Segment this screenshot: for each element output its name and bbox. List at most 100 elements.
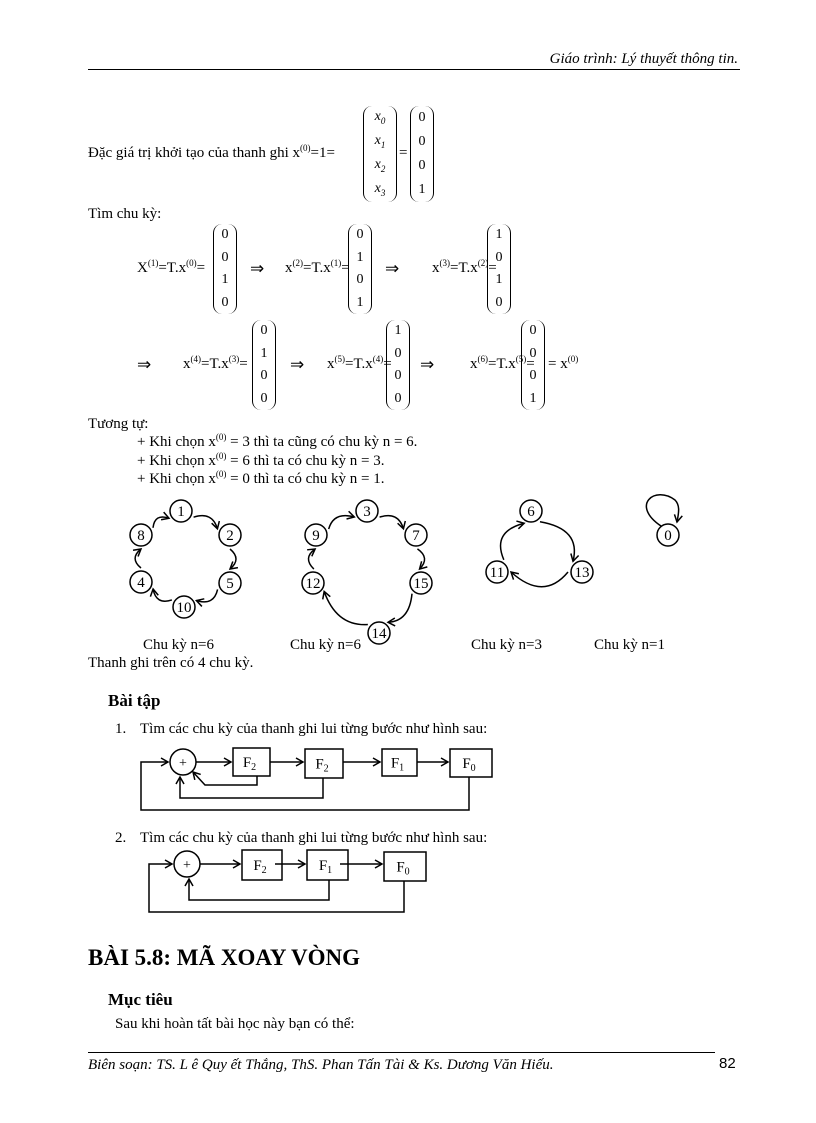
footer-authors: Biên soạn: TS. L ê Quy ết Thắng, ThS. Ph… (88, 1057, 554, 1073)
cycle-caption: Chu kỳ n=6 (143, 637, 214, 653)
cycle-caption: Chu kỳ n=1 (594, 637, 665, 653)
transition-arrow (417, 548, 428, 571)
state-node (172, 595, 196, 619)
final-equals: = x(0) (548, 354, 579, 372)
state-label: 6 (527, 504, 535, 520)
transition-arrow (379, 514, 407, 531)
implies-arrow: ⇒ (290, 355, 305, 374)
transition-arrow (152, 511, 171, 528)
state-label: 10 (177, 600, 192, 616)
transition-arrow (228, 548, 239, 570)
adder-symbol: + (179, 756, 187, 771)
transition-arrow (193, 514, 221, 531)
similar-item: + Khi chọn x(0) = 3 thì ta cũng có chu k… (137, 432, 418, 450)
step-lhs: x(2)=T.x(1)= (285, 258, 350, 276)
state-label: 0 (664, 528, 672, 544)
state-label: 3 (363, 504, 371, 520)
register-label: F2 (243, 755, 256, 773)
state-node (218, 571, 242, 595)
implies-arrow: ⇒ (137, 355, 152, 374)
adder-symbol: + (183, 858, 191, 873)
register-label: F2 (253, 858, 266, 876)
running-header: Giáo trình: Lý thuyết thông tin. (549, 51, 738, 67)
footer-rule (88, 1052, 715, 1053)
state-node (367, 621, 391, 645)
state-node (355, 499, 379, 523)
similar-item: + Khi chọn x(0) = 6 thì ta có chu kỳ n =… (137, 451, 385, 469)
register-label: F0 (462, 756, 475, 774)
signal-arrow (148, 859, 405, 913)
cycle-caption: Chu kỳ n=6 (290, 637, 361, 653)
transition-arrow (322, 590, 368, 626)
init-text: Đặc giá trị khởi tạo của thanh ghi x(0)=… (88, 143, 335, 161)
self-loop-arrow (645, 494, 683, 527)
exercise-number: 2. (115, 830, 127, 846)
state-label: 4 (137, 575, 145, 591)
similar-title: Tương tự: (88, 416, 149, 432)
header-rule (88, 69, 740, 70)
objective-title: Mục tiêu (108, 990, 173, 1009)
register-label: F1 (391, 756, 404, 774)
exercise-text: Tìm các chu kỳ của thanh ghi lui từng bư… (140, 830, 488, 846)
register-label: F2 (315, 757, 328, 775)
state-node (519, 499, 543, 523)
implies-arrow: ⇒ (385, 259, 400, 278)
state-label: 9 (312, 528, 320, 544)
register-cell (383, 851, 427, 882)
implies-arrow: ⇒ (250, 259, 265, 278)
state-label: 12 (306, 576, 321, 592)
find-cycle-label: Tìm chu kỳ: (88, 206, 162, 222)
state-node (485, 560, 509, 584)
similar-item: + Khi chọn x(0) = 0 thì ta có chu kỳ n =… (137, 469, 385, 487)
state-node (656, 523, 680, 547)
state-label: 15 (414, 576, 429, 592)
signal-arrow (184, 877, 330, 901)
state-label: 13 (575, 565, 590, 581)
cycles-summary: Thanh ghi trên có 4 chu kỳ. (88, 655, 254, 671)
lesson-title: BÀI 5.8: MÃ XOAY VÒNG (88, 945, 360, 970)
step-lhs: X(1)=T.x(0)= (137, 258, 206, 276)
transition-arrow (149, 587, 173, 602)
transition-arrow (194, 589, 219, 607)
state-node (218, 523, 242, 547)
state-label: 1 (177, 504, 185, 520)
step-lhs: x(4)=T.x(3)= (183, 354, 248, 372)
register-cell (449, 748, 493, 778)
state-node (129, 570, 153, 594)
implies-arrow: ⇒ (420, 355, 435, 374)
register-cell (306, 849, 349, 881)
state-label: 11 (490, 565, 504, 581)
objective-intro: Sau khi hoàn tất bài học này bạn có thể: (115, 1016, 355, 1032)
state-label: 8 (137, 528, 145, 544)
state-node (570, 560, 594, 584)
state-node (129, 523, 153, 547)
transition-arrow (499, 520, 526, 561)
register-cell (241, 849, 283, 881)
transition-arrow (307, 548, 317, 570)
state-label: 5 (226, 576, 234, 592)
exercise-text: Tìm các chu kỳ của thanh ghi lui từng bư… (140, 721, 488, 737)
page-number: 82 (719, 1055, 736, 1072)
cycle-caption: Chu kỳ n=3 (471, 637, 542, 653)
signal-arrow (175, 775, 324, 799)
state-node (301, 571, 325, 595)
transition-arrow (386, 593, 413, 627)
equals: = (399, 145, 408, 161)
transition-arrow (132, 548, 143, 569)
register-label: F1 (319, 858, 332, 876)
step-lhs: x(3)=T.x(2)= (432, 258, 497, 276)
register-label: F0 (396, 860, 409, 878)
state-label: 2 (226, 528, 234, 544)
transition-arrow (539, 521, 580, 563)
register-cell (304, 748, 344, 779)
state-node (304, 523, 328, 547)
exercise-number: 1. (115, 721, 127, 737)
